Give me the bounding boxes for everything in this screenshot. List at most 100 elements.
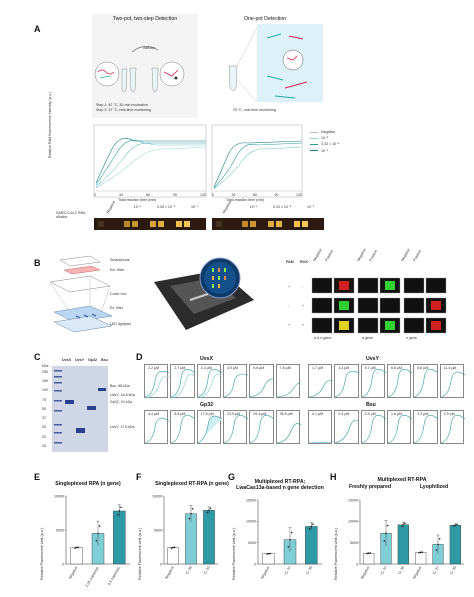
data-point	[400, 525, 403, 528]
d-conc: 0.1 µM	[312, 412, 324, 416]
col-neg-3: Negative	[400, 247, 411, 263]
fam-sign-1: +	[288, 285, 291, 289]
a-xtick: 30	[231, 193, 236, 197]
a-xtick: 0	[94, 193, 96, 197]
y-tick-label: 0	[160, 562, 162, 566]
d-grid: 2.2 µM 2.7 µM 3.3 µM 4.5 µM 5.6 µM 7.8 µ…	[144, 364, 465, 454]
strip-label-3: 10⁻¹	[307, 205, 315, 209]
d-subplot: 7.8 µM	[275, 364, 301, 398]
d-conc: 5.7 µM	[364, 366, 376, 370]
data-point	[172, 546, 174, 549]
data-point	[120, 506, 122, 509]
e-ylabel: Relative Fluorescent Unit (a.u.)	[40, 527, 44, 580]
data-point	[289, 538, 291, 541]
data-point	[312, 523, 314, 525]
h-ylabel: Relative Fluorescent Unit (a.u.)	[334, 527, 338, 580]
y-tick-label: 10000	[54, 494, 64, 498]
data-point	[419, 551, 422, 554]
data-point	[75, 546, 78, 549]
d-curve	[440, 414, 465, 444]
strip-label-1: 10⁻⁵	[249, 205, 258, 209]
panel-c-label: C	[34, 352, 41, 362]
strip-label: SARS-CoV-2 RNA dilution	[56, 211, 86, 220]
strip-wells	[98, 221, 308, 227]
data-point	[209, 507, 212, 510]
d-conc: 7.8 µM	[279, 366, 291, 370]
d-uvsy-row: 1.7 µM 3.4 µM 5.7 µM 6.8 µM 8.6 µM 11.4 …	[308, 364, 465, 398]
d-conc: 0.4 µM	[338, 412, 350, 416]
bar	[305, 526, 318, 565]
panel-g-label: G	[228, 472, 236, 482]
y-tick-label: 10000	[348, 520, 358, 524]
panel-e-label: E	[34, 472, 41, 482]
rox-sign-1: -	[302, 285, 304, 289]
data-point	[269, 552, 272, 555]
a-xtick: 30	[119, 193, 123, 197]
two-pot-title: Two-pot, two-step Detection	[112, 16, 178, 22]
data-point	[208, 509, 210, 512]
data-point	[206, 511, 209, 514]
x-tick-label: Cₜ 37	[380, 566, 388, 575]
d-conc: 8.6 µM	[417, 366, 429, 370]
d-curve	[414, 414, 439, 444]
strip-label-2: 3.33 × 10⁻⁵	[156, 205, 176, 209]
data-point	[310, 525, 313, 528]
y-tick-label: 0	[356, 562, 358, 566]
d-bsu-title: Bsu	[366, 402, 376, 408]
strip-label-neg: Negative	[105, 199, 117, 215]
device-label-ex-filter: Ex. filter	[110, 306, 123, 310]
legend-negative: Negative	[321, 130, 336, 134]
band-bsu: Bsu, 68 kDa	[110, 384, 130, 388]
d-conc: 3.3 µM	[200, 366, 212, 370]
d-conc: 2.2 µM	[417, 412, 429, 416]
data-point	[170, 547, 173, 549]
a-xtick: 60	[146, 193, 150, 197]
d-subplot: 1.6 µM	[386, 410, 413, 444]
step1-text: Step 1: 42 °C, 30-min incubation	[96, 103, 148, 107]
x-tick-label: Negative	[360, 566, 371, 580]
d-subplot: 11.4 µM	[439, 364, 465, 398]
panel-a-label: A	[34, 24, 41, 34]
col-neg-1: Negative	[312, 247, 323, 263]
d-conc: 2.9 µM	[443, 412, 455, 416]
rox-sign-2: +	[302, 304, 305, 308]
a-left-plot	[93, 124, 207, 198]
band-uvsy: UvsY, 17.5 kDa	[110, 424, 135, 429]
data-point	[97, 532, 99, 535]
data-point	[188, 517, 191, 520]
x-tick-label: Cₜ 35	[449, 566, 457, 575]
f-ylabel: Relative Fluorescent Unit (a.u.)	[138, 527, 142, 580]
y-tick-label: 5000	[154, 528, 162, 532]
strip-label-3: 10⁻¹	[191, 205, 199, 209]
ladder-ticks: 250 150 100 75 50 37 25 20 15	[42, 370, 48, 448]
a-right-strip-labels: Negative 10⁻⁵ 3.33 × 10⁻⁵ 10⁻¹	[212, 200, 322, 214]
ladder-tick: 25	[42, 425, 46, 430]
d-curve	[223, 414, 249, 444]
data-point	[386, 524, 389, 527]
x-tick-label: Negative	[68, 566, 79, 580]
d-subplot: 35.6 µM	[275, 410, 301, 444]
legend-1e-5: 10⁻⁵	[321, 136, 329, 141]
x-tick-label: Cₜ 35	[305, 566, 313, 575]
d-conc: 0.9 µM	[364, 412, 376, 416]
a-left-xticks: 0 30 60 90 120	[94, 193, 206, 197]
a-left-strip-labels: Negative 10⁻⁵ 3.33 × 10⁻⁵ 10⁻¹	[96, 200, 206, 214]
a-right-xticks: 0 30 60 90 120	[212, 193, 302, 197]
d-curve	[250, 414, 275, 444]
d-conc: 3.4 µM	[338, 366, 350, 370]
d-conc: 6.8 µM	[390, 366, 403, 370]
col-rox: ROX	[300, 260, 308, 264]
d-subplot: 0.9 µM	[360, 410, 386, 444]
d-curve	[414, 368, 439, 398]
x-tick-label: Cₜ 37	[284, 566, 292, 575]
a-left-xlabel: Total reaction time (min)	[118, 198, 157, 202]
d-curve	[308, 441, 334, 444]
g-title-line2: LwaCas13a-based n gene detection	[236, 485, 324, 491]
lane-uvsy: UvsY	[75, 358, 84, 362]
d-curve	[308, 379, 334, 398]
device-label-cover-box: Cover box	[110, 292, 127, 296]
row-label-a: a gene	[362, 336, 373, 340]
d-curve	[197, 368, 222, 399]
data-point	[118, 510, 121, 512]
